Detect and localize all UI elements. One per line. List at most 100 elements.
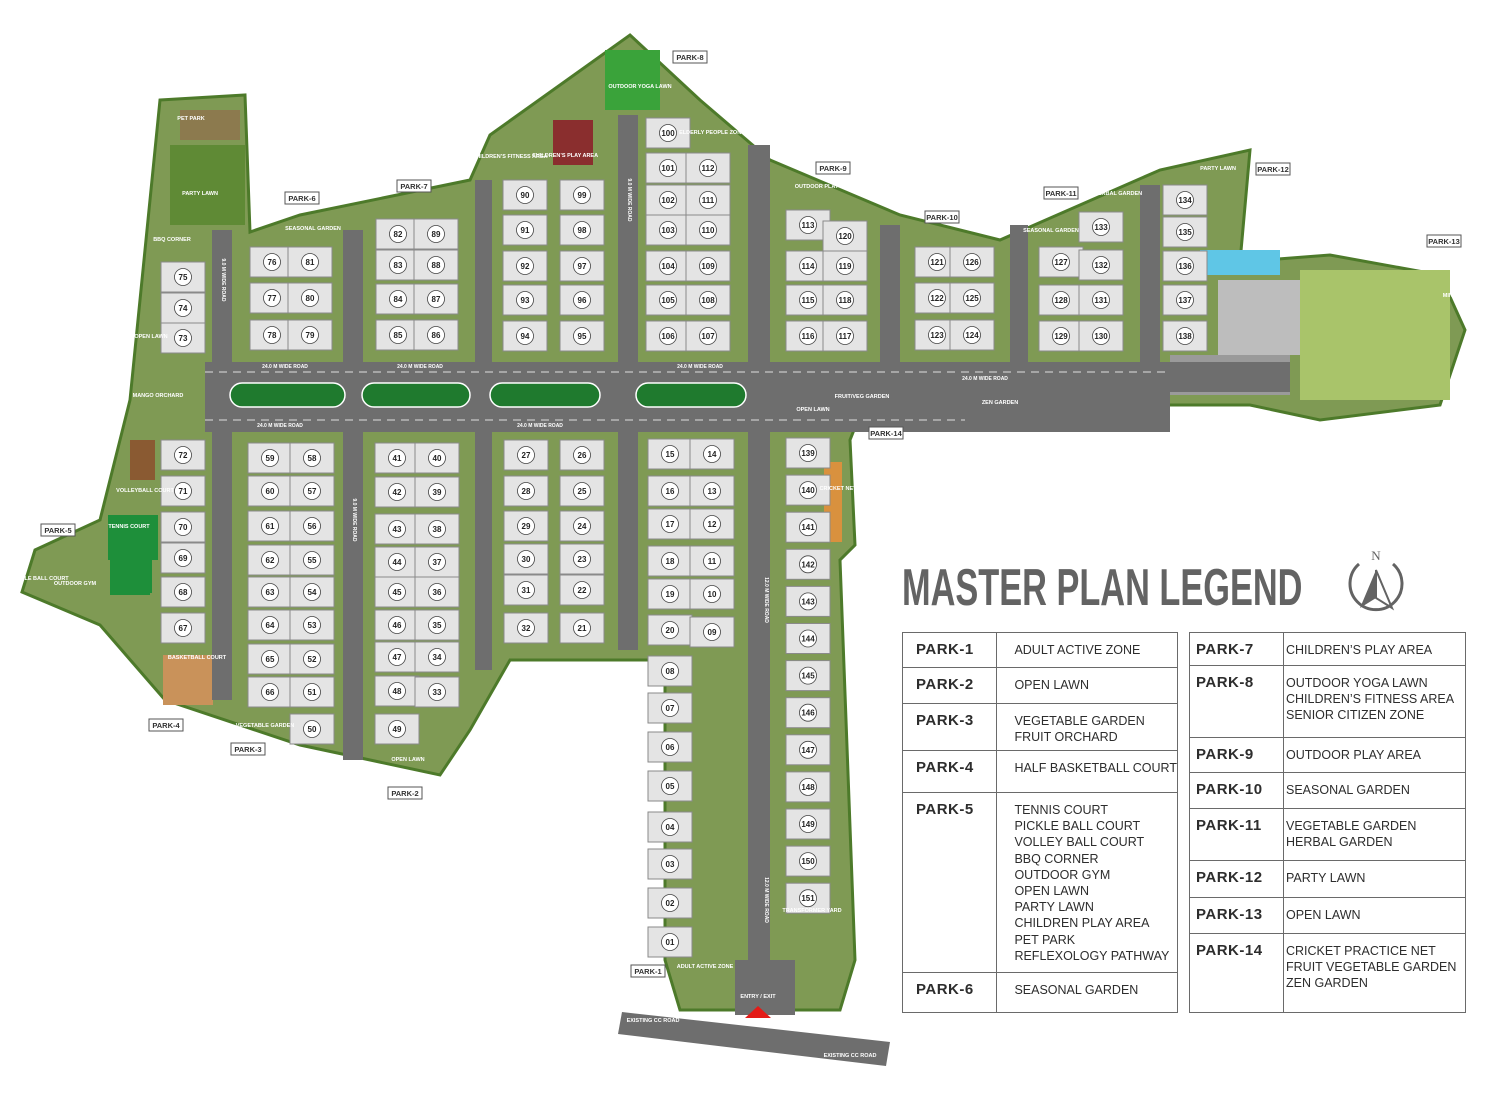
plot[interactable]: 55 bbox=[289, 544, 335, 576]
plot[interactable]: 46 bbox=[374, 609, 420, 641]
plot[interactable]: 106 bbox=[645, 320, 691, 352]
plot[interactable]: 88 bbox=[413, 249, 459, 281]
plot[interactable]: 07 bbox=[647, 692, 693, 724]
plot[interactable]: 37 bbox=[414, 546, 460, 578]
plot[interactable]: 134 bbox=[1162, 184, 1208, 216]
plot[interactable]: 81 bbox=[287, 246, 333, 278]
plot[interactable]: 147 bbox=[785, 734, 831, 766]
plot[interactable]: 26 bbox=[559, 439, 605, 471]
plot[interactable]: 61 bbox=[247, 510, 293, 542]
plot[interactable]: 32 bbox=[503, 612, 549, 644]
plot[interactable]: 122 bbox=[914, 282, 960, 314]
plot[interactable]: 59 bbox=[247, 442, 293, 474]
plot[interactable]: 86 bbox=[413, 319, 459, 351]
plot[interactable]: 11 bbox=[689, 545, 735, 577]
plot[interactable]: 27 bbox=[503, 439, 549, 471]
plot[interactable]: 16 bbox=[647, 475, 693, 507]
plot[interactable]: 20 bbox=[647, 614, 693, 646]
plot[interactable]: 97 bbox=[559, 250, 605, 282]
plot[interactable]: 144 bbox=[785, 623, 831, 654]
plot[interactable]: 135 bbox=[1162, 216, 1208, 248]
plot[interactable]: 19 bbox=[647, 578, 693, 610]
plot[interactable]: 31 bbox=[503, 574, 549, 606]
plot[interactable]: 69 bbox=[160, 542, 206, 574]
plot[interactable]: 130 bbox=[1078, 320, 1124, 352]
plot[interactable]: 108 bbox=[685, 284, 731, 316]
plot[interactable]: 40 bbox=[414, 442, 460, 474]
plot[interactable]: 68 bbox=[160, 576, 206, 608]
plot[interactable]: 75 bbox=[160, 261, 206, 293]
plot[interactable]: 101 bbox=[645, 152, 691, 184]
plot[interactable]: 124 bbox=[949, 319, 995, 351]
plot[interactable]: 06 bbox=[647, 731, 693, 763]
plot[interactable]: 136 bbox=[1162, 250, 1208, 282]
plot[interactable]: 149 bbox=[785, 808, 831, 840]
plot[interactable]: 60 bbox=[247, 475, 293, 507]
plot[interactable]: 51 bbox=[289, 676, 335, 708]
plot[interactable]: 66 bbox=[247, 676, 293, 708]
plot[interactable]: 29 bbox=[503, 510, 549, 542]
plot[interactable]: 131 bbox=[1078, 284, 1124, 316]
plot[interactable]: 47 bbox=[374, 641, 420, 673]
plot[interactable]: 143 bbox=[785, 585, 831, 617]
plot[interactable]: 52 bbox=[289, 643, 335, 675]
plot[interactable]: 67 bbox=[160, 612, 206, 644]
plot[interactable]: 126 bbox=[949, 246, 995, 278]
plot[interactable]: 71 bbox=[160, 475, 206, 507]
plot[interactable]: 150 bbox=[785, 845, 831, 877]
plot[interactable]: 04 bbox=[647, 811, 693, 843]
plot[interactable]: 14 bbox=[689, 438, 735, 470]
plot[interactable]: 64 bbox=[247, 609, 293, 641]
plot[interactable]: 33 bbox=[414, 676, 460, 708]
plot[interactable]: 74 bbox=[160, 292, 206, 324]
plot[interactable]: 72 bbox=[160, 439, 206, 471]
plot[interactable]: 01 bbox=[647, 926, 693, 958]
plot[interactable]: 36 bbox=[414, 576, 460, 608]
plot[interactable]: 08 bbox=[647, 655, 693, 687]
plot[interactable]: 24 bbox=[559, 510, 605, 542]
plot[interactable]: 129 bbox=[1038, 320, 1084, 352]
plot[interactable]: 90 bbox=[502, 179, 548, 211]
plot[interactable]: 34 bbox=[414, 641, 460, 673]
plot[interactable]: 120 bbox=[822, 220, 868, 252]
plot[interactable]: 76 bbox=[249, 246, 295, 278]
plot[interactable]: 99 bbox=[559, 179, 605, 211]
plot[interactable]: 89 bbox=[413, 218, 459, 250]
plot[interactable]: 110 bbox=[685, 214, 731, 246]
plot[interactable]: 84 bbox=[375, 283, 421, 315]
plot[interactable]: 132 bbox=[1078, 249, 1124, 281]
plot[interactable]: 93 bbox=[502, 284, 548, 316]
plot[interactable]: 133 bbox=[1078, 211, 1124, 243]
plot[interactable]: 38 bbox=[414, 513, 460, 545]
plot[interactable]: 48 bbox=[374, 675, 420, 707]
plot[interactable]: 148 bbox=[785, 771, 831, 803]
plot[interactable]: 57 bbox=[289, 475, 335, 507]
plot[interactable]: 49 bbox=[374, 713, 420, 745]
plot[interactable]: 02 bbox=[647, 887, 693, 919]
plot[interactable]: 15 bbox=[647, 438, 693, 470]
plot[interactable]: 107 bbox=[685, 320, 731, 352]
plot[interactable]: 117 bbox=[822, 320, 868, 352]
plot[interactable]: 112 bbox=[685, 152, 731, 184]
plot[interactable]: 87 bbox=[413, 283, 459, 315]
plot[interactable]: 105 bbox=[645, 284, 691, 316]
plot[interactable]: 109 bbox=[685, 250, 731, 282]
plot[interactable]: 42 bbox=[374, 476, 420, 508]
plot[interactable]: 85 bbox=[375, 319, 421, 351]
plot[interactable]: 140 bbox=[785, 474, 831, 506]
plot[interactable]: 44 bbox=[374, 546, 420, 578]
plot[interactable]: 54 bbox=[289, 576, 335, 608]
plot[interactable]: 102 bbox=[645, 184, 691, 216]
plot[interactable]: 91 bbox=[502, 214, 548, 246]
plot[interactable]: 58 bbox=[289, 442, 335, 474]
plot[interactable]: 103 bbox=[645, 214, 691, 246]
plot[interactable]: 139 bbox=[785, 437, 831, 469]
plot[interactable]: 12 bbox=[689, 508, 735, 540]
plot[interactable]: 22 bbox=[559, 574, 605, 606]
plot[interactable]: 28 bbox=[503, 475, 549, 507]
plot[interactable]: 115 bbox=[785, 284, 831, 316]
plot[interactable]: 138 bbox=[1162, 320, 1208, 352]
plot[interactable]: 73 bbox=[160, 322, 206, 354]
plot[interactable]: 111 bbox=[685, 184, 731, 216]
plot[interactable]: 65 bbox=[247, 643, 293, 675]
